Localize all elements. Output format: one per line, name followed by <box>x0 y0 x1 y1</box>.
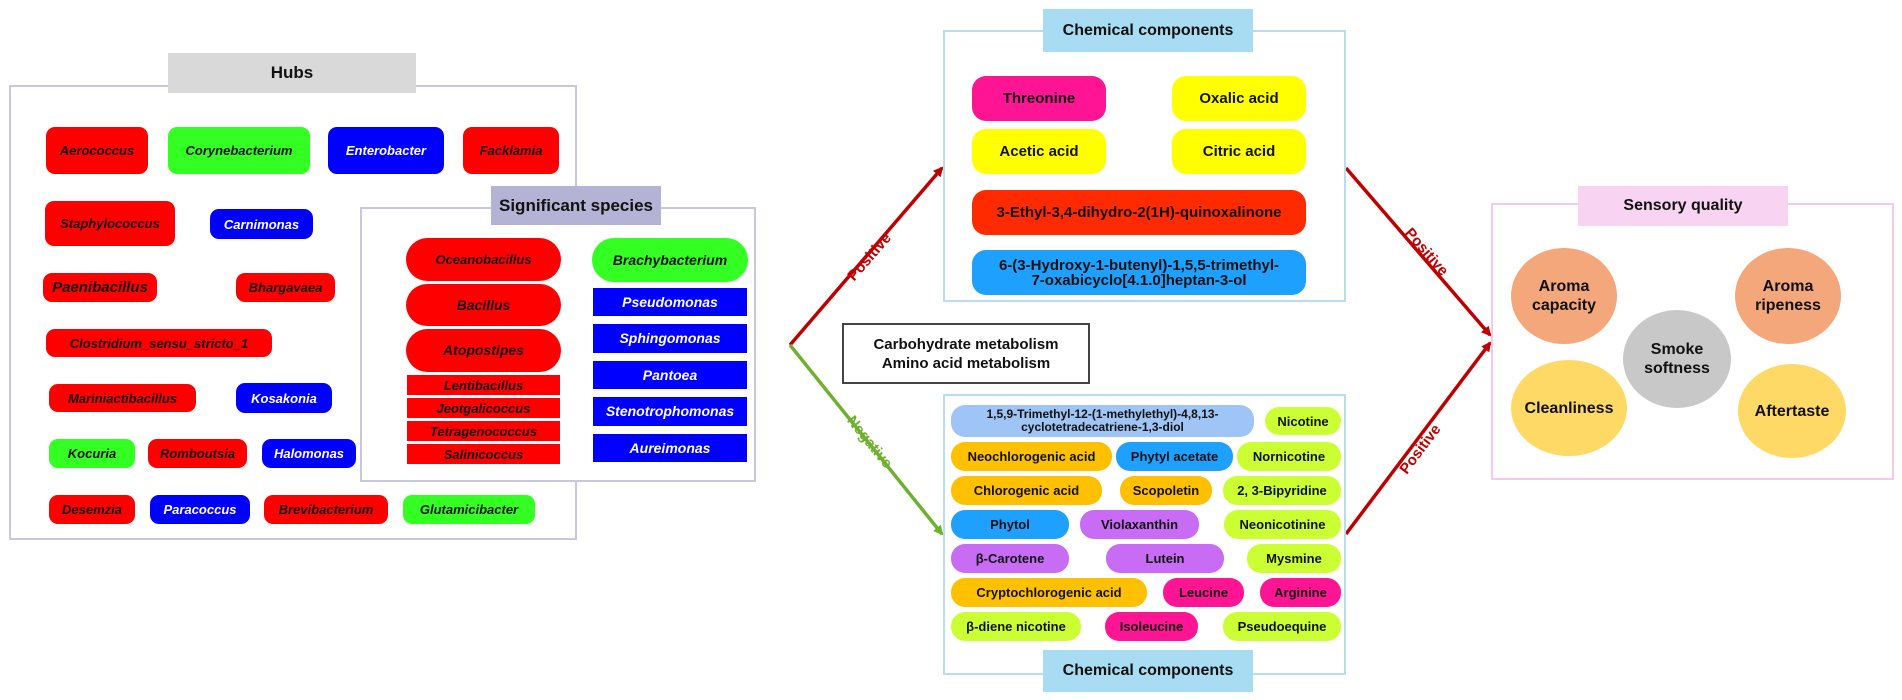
chemical-top-item: Citric acid <box>1172 129 1306 174</box>
chemical-bottom-item: Neochlorogenic acid <box>951 442 1112 471</box>
sensory-item: Aftertaste <box>1738 364 1846 458</box>
hub-item: Romboutsia <box>148 439 247 468</box>
chemical-components-top-title: Chemical components <box>1043 9 1253 52</box>
chemical-bottom-item: Isoleucine <box>1105 612 1198 641</box>
chemical-bottom-item: Phytol <box>951 510 1069 539</box>
metabolism-line-2: Amino acid metabolism <box>881 354 1051 372</box>
chemical-components-bottom-title: Chemical components <box>1043 650 1253 692</box>
chemical-bottom-item: β-Carotene <box>951 544 1069 573</box>
chemical-bottom-item: Pseudoequine <box>1223 612 1341 641</box>
sensory-item: Cleanliness <box>1511 360 1627 456</box>
hubs-title: Hubs <box>168 53 416 93</box>
label-positive-top: Positive <box>844 230 895 285</box>
hub-item: Brevibacterium <box>264 495 388 524</box>
chemical-bottom-item: Mysmine <box>1247 544 1341 573</box>
chemical-bottom-item: Cryptochlorogenic acid <box>951 578 1147 607</box>
hub-item: Carnimonas <box>210 209 313 239</box>
positive-arrow-to-top-chemicals <box>788 166 944 347</box>
label-positive-right-top: Positive <box>1401 225 1452 280</box>
significant-item: Salinicoccus <box>406 443 561 465</box>
chemical-top-item: Acetic acid <box>972 129 1106 174</box>
chemical-bottom-item: Neonicotinine <box>1224 510 1341 539</box>
hub-item: Staphylococcus <box>45 201 175 246</box>
hub-item: Halomonas <box>262 439 356 468</box>
metabolism-line-1: Carbohydrate metabolism <box>873 335 1059 353</box>
label-negative: Negative <box>843 413 896 472</box>
positive-arrow-top-to-sensory <box>1344 166 1492 337</box>
sensory-item: Smoke softness <box>1623 310 1731 408</box>
significant-item: Sphingomonas <box>592 323 748 354</box>
significant-item: Aureimonas <box>592 433 748 463</box>
sensory-item: Aroma capacity <box>1511 248 1617 344</box>
sensory-item: Aroma ripeness <box>1735 248 1841 344</box>
significant-item: Pseudomonas <box>592 287 748 317</box>
label-positive-right-bottom: Positive <box>1396 421 1444 477</box>
significant-item: Tetragenococcus <box>406 420 561 442</box>
chemical-bottom-item: 1,5,9-Trimethyl-12-(1-methylethyl)-4,8,1… <box>951 405 1254 437</box>
chemical-bottom-item: Lutein <box>1106 544 1224 573</box>
chemical-bottom-item: Chlorogenic acid <box>951 476 1102 505</box>
chemical-bottom-item: Phytyl acetate <box>1116 442 1233 471</box>
chemical-bottom-item: Violaxanthin <box>1080 510 1199 539</box>
chemical-bottom-item: β-diene nicotine <box>951 612 1081 641</box>
hub-item: Kocuria <box>49 439 135 468</box>
chemical-top-item: Threonine <box>972 76 1106 121</box>
significant-species-title: Significant species <box>491 186 661 225</box>
metabolism-box: Carbohydrate metabolism Amino acid metab… <box>842 323 1090 384</box>
hub-item: Paenibacillus <box>43 273 157 302</box>
significant-item: Oceanobacillus <box>406 238 561 281</box>
hub-item: Kosakonia <box>236 383 332 413</box>
hub-item: Mariniactibacillus <box>49 384 196 412</box>
significant-item: Bacillus <box>406 284 561 326</box>
positive-arrow-bottom-to-sensory <box>1344 341 1492 536</box>
negative-arrow-to-bottom-chemicals <box>788 343 944 536</box>
hub-item: Bhargavaea <box>236 273 335 302</box>
hub-item: Glutamicibacter <box>403 495 535 524</box>
chemical-bottom-item: Leucine <box>1163 578 1244 607</box>
significant-item: Atopostipes <box>406 329 561 372</box>
hub-item: Facklamia <box>463 127 559 174</box>
chemical-top-item: 3-Ethyl-3,4-dihydro-2(1H)-quinoxalinone <box>972 190 1306 235</box>
hub-item: Aerococcus <box>46 127 148 174</box>
hub-item: Paracoccus <box>150 495 250 524</box>
hub-item: Corynebacterium <box>168 127 310 174</box>
significant-item: Lentibacillus <box>406 374 561 396</box>
significant-item: Stenotrophomonas <box>592 396 748 427</box>
hub-item: Enterobacter <box>328 127 444 174</box>
chemical-top-item: 6-(3-Hydroxy-1-butenyl)-1,5,5-trimethyl-… <box>972 250 1306 295</box>
chemical-top-item: Oxalic acid <box>1172 76 1306 121</box>
chemical-bottom-item: Nicotine <box>1265 407 1341 435</box>
sensory-quality-title: Sensory quality <box>1578 186 1788 226</box>
hub-item: Desemzia <box>49 495 135 524</box>
significant-item: Pantoea <box>592 360 748 390</box>
significant-item: Jeotgalicoccus <box>406 397 561 419</box>
chemical-bottom-item: 2, 3-Bipyridine <box>1223 476 1341 505</box>
chemical-bottom-item: Scopoletin <box>1120 476 1212 505</box>
chemical-bottom-item: Arginine <box>1260 578 1341 607</box>
chemical-bottom-item: Nornicotine <box>1237 442 1341 471</box>
hub-item: Clostridium_sensu_stricto_1 <box>46 329 272 357</box>
significant-item: Brachybacterium <box>592 238 748 282</box>
